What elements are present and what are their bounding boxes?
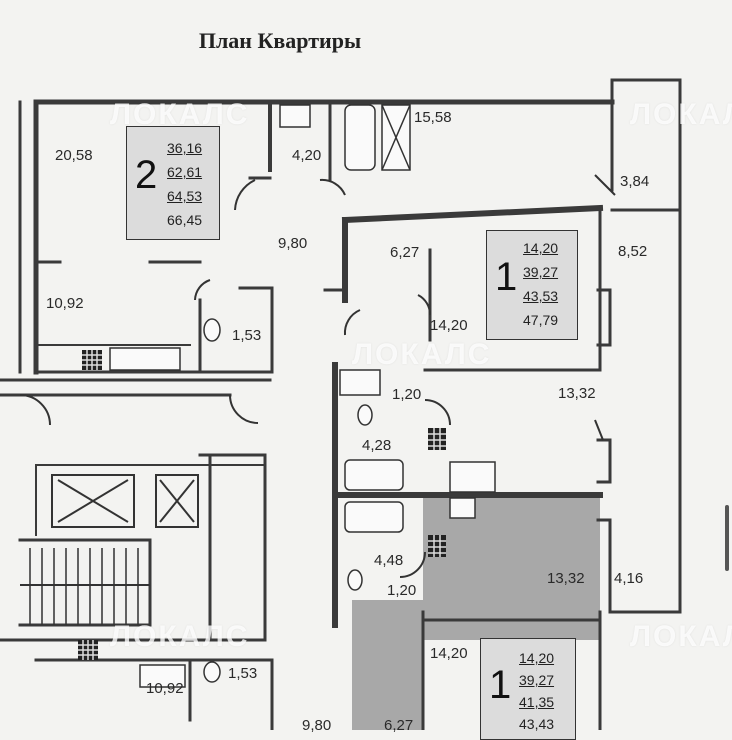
area-total: 39,27 xyxy=(523,264,559,280)
elevator-shaft xyxy=(155,474,199,528)
area-living: 14,20 xyxy=(523,240,559,256)
scrollbar-thumb[interactable] xyxy=(725,505,729,571)
area-label: 4,16 xyxy=(614,570,644,587)
area-label: 4,48 xyxy=(374,552,404,569)
door-arc xyxy=(319,178,346,196)
area-label: 3,84 xyxy=(620,173,650,190)
rooms-count: 1 xyxy=(495,255,518,299)
area-label: 15,58 xyxy=(414,109,452,126)
watermark: ЛОКАЛС xyxy=(352,338,492,371)
area-total: 39,27 xyxy=(519,672,555,688)
door-arc xyxy=(234,179,256,211)
interior-wall xyxy=(596,438,612,484)
elevator-shaft xyxy=(51,474,135,528)
core-wall xyxy=(18,538,152,627)
kitchen-counter xyxy=(109,347,181,371)
toilet xyxy=(347,569,363,591)
bathtub xyxy=(344,501,404,533)
area-label: 9,80 xyxy=(302,717,332,734)
area-label: 14,20 xyxy=(430,645,468,662)
area-gross: 47,79 xyxy=(523,312,559,328)
area-label: 1,20 xyxy=(392,386,422,403)
door-arc xyxy=(424,399,451,426)
toilet xyxy=(203,318,221,342)
door-arc xyxy=(19,394,51,426)
area-label: 8,52 xyxy=(618,243,648,260)
area-with-balcony: 64,53 xyxy=(167,188,203,204)
kitchen-counter xyxy=(449,461,496,493)
area-living: 14,20 xyxy=(519,650,555,666)
door-arc xyxy=(194,279,211,301)
area-with-balcony: 41,35 xyxy=(519,694,555,710)
interior-wall xyxy=(596,288,612,347)
area-gross: 43,43 xyxy=(519,716,555,732)
area-with-balcony: 43,53 xyxy=(523,288,559,304)
interior-wall xyxy=(596,518,612,614)
area-label: 1,20 xyxy=(387,582,417,599)
outer-wall xyxy=(610,78,682,614)
area-total: 62,61 xyxy=(167,164,203,180)
shower-cross xyxy=(381,104,411,171)
area-label: 20,58 xyxy=(55,147,93,164)
area-label: 6,27 xyxy=(390,244,420,261)
door-arc xyxy=(594,174,616,196)
door-arc xyxy=(343,309,361,336)
area-label: 4,28 xyxy=(362,437,392,454)
rooms-count: 1 xyxy=(489,663,512,707)
elevator-cross xyxy=(159,479,195,523)
area-label: 10,92 xyxy=(46,295,84,312)
area-label: 13,32 xyxy=(558,385,596,402)
apartment-info-1-room-top: 1 14,20 39,27 43,53 47,79 xyxy=(486,230,578,340)
watermark: ЛОКАЛС xyxy=(110,98,250,131)
highlighted-apartment-left xyxy=(423,497,600,637)
kitchen-counter xyxy=(139,664,186,688)
thick-wall xyxy=(341,204,604,224)
area-label: 10,92 xyxy=(146,680,184,697)
watermark: ЛОКАЛС xyxy=(110,620,250,653)
area-label: 9,80 xyxy=(278,235,308,252)
sink xyxy=(339,369,381,396)
kitchen-counter xyxy=(449,497,476,519)
area-label: 6,27 xyxy=(384,717,414,734)
area-label: 14,20 xyxy=(430,317,468,334)
watermark: ЛОКАЛС xyxy=(630,620,732,653)
door-arc xyxy=(399,551,426,578)
door-arc xyxy=(594,419,604,441)
sink xyxy=(279,104,311,128)
apartment-info-2-room: 2 36,16 62,61 64,53 66,45 xyxy=(126,126,220,240)
area-label: 1,53 xyxy=(228,665,258,682)
area-label: 13,32 xyxy=(547,570,585,587)
elevator-cross xyxy=(57,479,129,523)
bathtub xyxy=(344,459,404,491)
vent-shaft xyxy=(78,350,446,660)
highlighted-apartment-lower xyxy=(352,612,422,730)
core-wall xyxy=(198,453,267,642)
staircase xyxy=(20,548,150,625)
bathtub xyxy=(344,104,376,171)
area-label: 4,20 xyxy=(292,147,322,164)
door-arc xyxy=(417,294,432,316)
area-living: 36,16 xyxy=(167,140,203,156)
toilet xyxy=(357,404,373,426)
rooms-count: 2 xyxy=(135,153,158,197)
plan-title: План Квартиры xyxy=(198,28,362,53)
door-arc xyxy=(229,394,259,424)
area-label: 1,53 xyxy=(232,327,262,344)
apartment-info-1-room-bottom: 1 14,20 39,27 41,35 43,43 xyxy=(480,638,576,740)
area-gross: 66,45 xyxy=(167,212,203,228)
toilet xyxy=(203,661,221,683)
watermark: ЛОКАЛС xyxy=(630,98,732,131)
